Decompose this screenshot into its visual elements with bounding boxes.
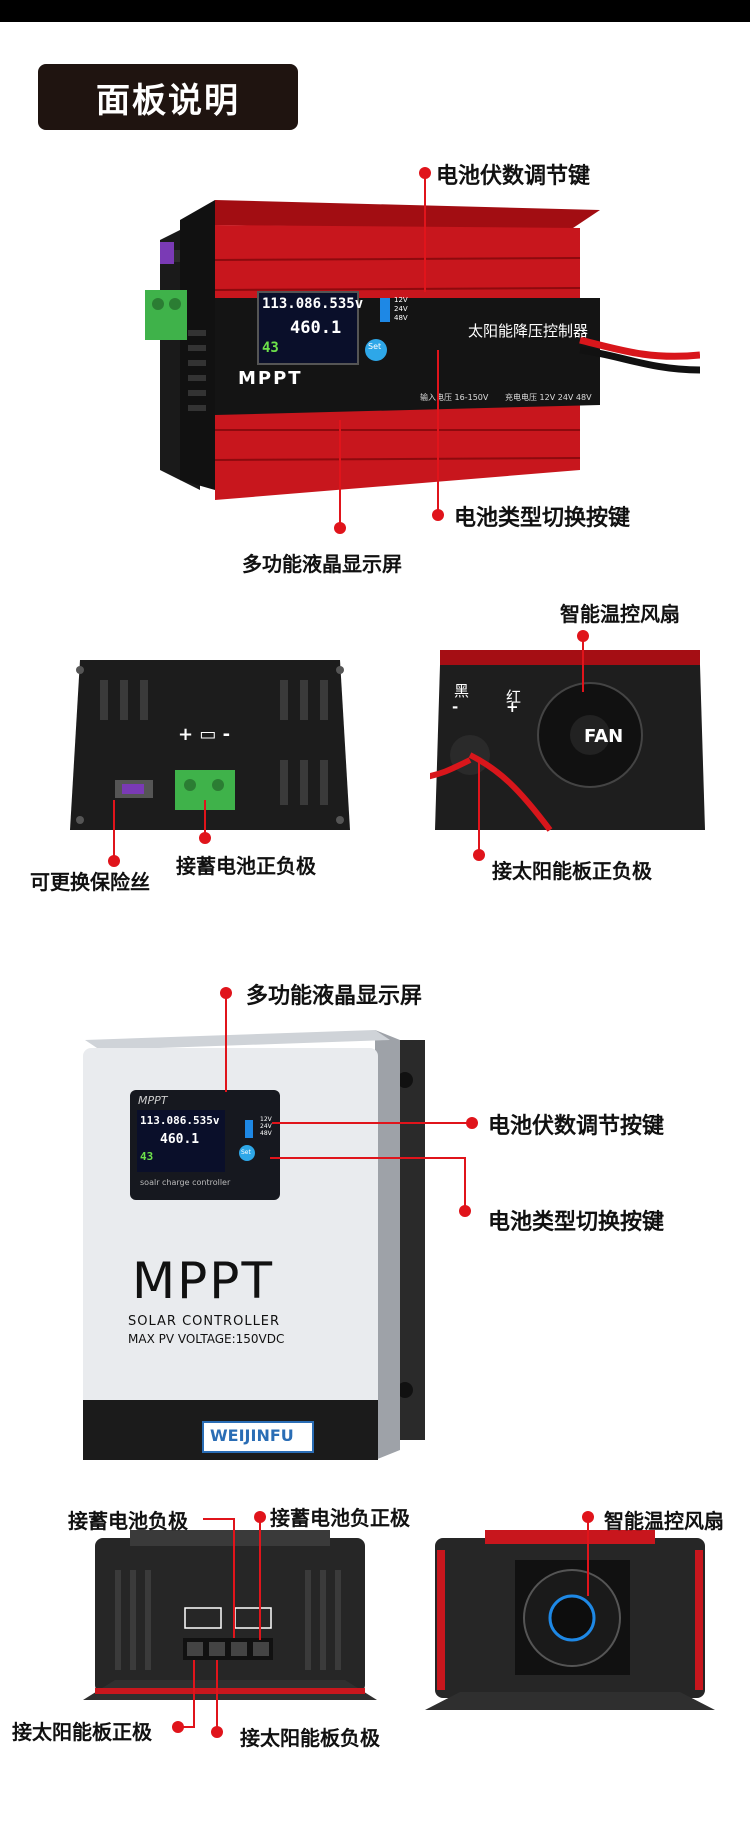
bottom-terminal-image	[83, 1530, 377, 1700]
label-voltage-key-2: 电池伏数调节按键	[488, 1114, 665, 1139]
solar-controller-text: SOLAR CONTROLLER	[128, 1314, 281, 1329]
cable-plus-label: +	[506, 698, 519, 716]
max-pv-text: MAX PV VOLTAGE:150VDC	[128, 1332, 285, 1346]
callout-line-lcd	[339, 420, 341, 525]
callout-line-solar-negative-v	[216, 1660, 218, 1730]
label-solar-negative: 接太阳能板负极	[240, 1726, 380, 1750]
terminal-polarity-marks: + ▭ -	[178, 724, 231, 745]
big-brand-text: MPPT	[132, 1252, 274, 1310]
callout-line-battery-positive	[259, 1516, 261, 1640]
cable-red-label: 红	[506, 688, 522, 706]
small-logo: MPPT	[138, 1094, 168, 1107]
spec-charge-voltage: 充电电压 12V 24V 48V	[505, 393, 592, 402]
callout-line-solar-terminals	[478, 760, 480, 850]
set-button[interactable]: Set	[368, 342, 382, 351]
label-fuse: 可更换保险丝	[30, 870, 150, 894]
label-lcd-2: 多功能液晶显示屏	[246, 984, 423, 1009]
label-solar-positive: 接太阳能板正极	[12, 1720, 152, 1744]
callout-line-voltage-key-2	[272, 1122, 472, 1124]
callout-dot-fuse	[108, 855, 120, 867]
callout-line-battery-type-2a	[270, 1157, 466, 1159]
callout-line-solar-positive-h	[176, 1726, 195, 1728]
callout-dot-solar-negative	[211, 1726, 223, 1738]
callout-line-battery-negative-v	[233, 1518, 235, 1638]
label-lcd: 多功能液晶显示屏	[242, 552, 402, 576]
callout-line-battery-negative-h	[203, 1518, 233, 1520]
callout-line-battery-type-2b	[464, 1157, 466, 1207]
lcd-readout-line1: 113.086.535v	[262, 296, 364, 312]
callout-dot-battery-terminals	[199, 832, 211, 844]
cable-black-label: 黑	[454, 682, 470, 700]
callout-line-lcd-2	[225, 992, 227, 1092]
device-nameplate: 太阳能降压控制器	[468, 322, 589, 340]
callout-line-battery-type	[437, 350, 439, 510]
lcd2-footer-text: soalr charge controller	[140, 1178, 231, 1187]
callout-line-voltage-key	[424, 172, 426, 292]
lcd-temperature: 43	[262, 340, 279, 356]
device-brand-text: MPPT	[238, 368, 303, 389]
label-fan-2: 智能温控风扇	[604, 1509, 724, 1533]
cable-minus-label: -	[452, 698, 459, 716]
callout-line-solar-positive-v	[193, 1660, 195, 1726]
callout-dot-solar-terminals	[473, 849, 485, 861]
label-voltage-key: 电池伏数调节键	[436, 164, 591, 189]
callout-dot-battery-type	[432, 509, 444, 521]
bottom-fan-image	[425, 1530, 715, 1710]
lcd2-readout-line2: 460.1	[160, 1132, 200, 1147]
lcd2-temperature: 43	[140, 1150, 154, 1163]
callout-dot-lcd	[334, 522, 346, 534]
red-controller-image	[145, 200, 700, 500]
page-title: 面板说明	[38, 64, 298, 130]
maker-logo: WEIJINFU	[210, 1426, 294, 1445]
label-battery-terminals: 接蓄电池正负极	[176, 854, 316, 878]
callout-dot-solar-positive	[172, 1721, 184, 1733]
spec-input-voltage: 输入电压 16-150V	[420, 393, 489, 402]
voltage-options: 12V 24V 48V	[394, 296, 408, 322]
lcd-readout-line2: 460.1	[290, 318, 342, 338]
callout-line-fan-2	[587, 1516, 589, 1596]
fan-logo-text: FAN	[584, 726, 624, 747]
white-controller-image	[83, 1030, 425, 1460]
fan-side-image	[430, 650, 705, 832]
label-fan: 智能温控风扇	[560, 602, 680, 626]
label-battery-positive: 接蓄电池负正极	[270, 1506, 410, 1530]
voltage-options-2: 12V 24V 48V	[260, 1116, 272, 1137]
callout-line-fuse	[113, 800, 115, 862]
label-battery-type-key: 电池类型切换按键	[454, 506, 631, 531]
label-solar-terminals: 接太阳能板正负极	[492, 859, 652, 883]
callout-dot-voltage-key-2	[466, 1117, 478, 1129]
label-battery-negative: 接蓄电池负极	[68, 1509, 188, 1533]
callout-line-fan	[582, 636, 584, 692]
lcd2-readout-line1: 113.086.535v	[140, 1114, 220, 1127]
set-button-2[interactable]: Set	[241, 1149, 251, 1156]
label-battery-type-key-2: 电池类型切换按键	[488, 1210, 665, 1235]
callout-dot-battery-type-2	[459, 1205, 471, 1217]
top-black-bar	[0, 0, 750, 22]
callout-line-battery-terminals	[204, 800, 206, 838]
terminal-side-image	[70, 660, 350, 830]
